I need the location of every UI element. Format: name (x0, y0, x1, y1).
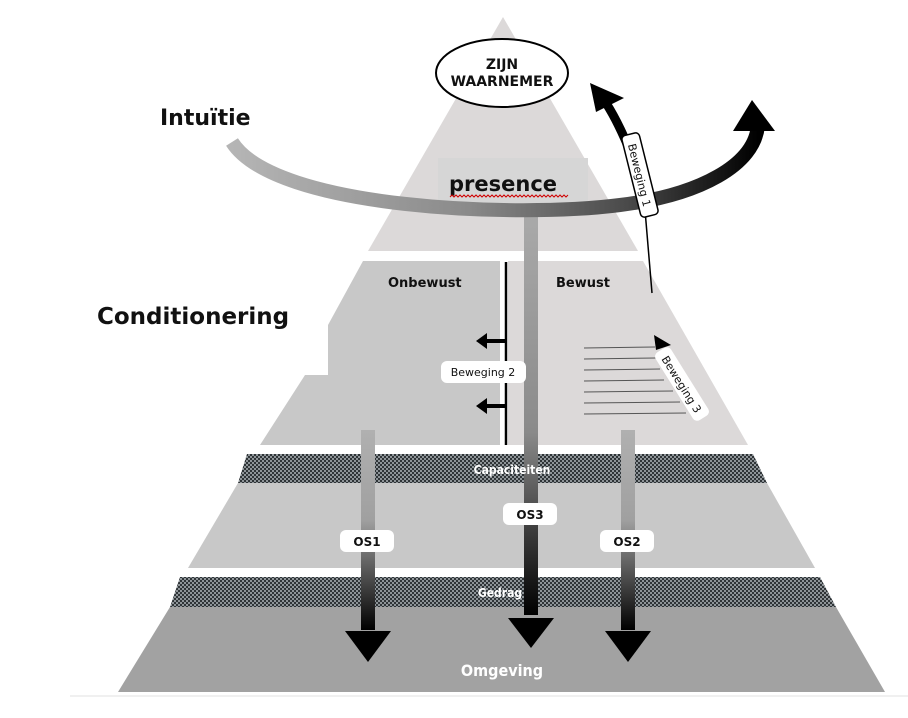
observer-label-line2: WAARNEMER (451, 74, 554, 90)
os3-stream (524, 210, 538, 615)
environment-label: Omgeving (461, 661, 543, 680)
tier-conscious (508, 261, 748, 445)
os1-pill: OS1 (340, 530, 394, 552)
observer-label-line1: ZIJN (486, 57, 518, 73)
svg-text:OS2: OS2 (613, 535, 640, 549)
svg-text:Beweging 2: Beweging 2 (451, 366, 516, 379)
movement-1-line (644, 209, 653, 294)
os3-arrowhead (508, 618, 554, 648)
conditioning-label: Conditionering (97, 304, 289, 330)
behavior-label: Gedrag (478, 586, 522, 600)
movement-3-lines (583, 346, 687, 415)
svg-text:OS3: OS3 (516, 508, 543, 522)
unconscious-label: Onbewust (388, 276, 462, 291)
capacities-label: Capaciteiten (474, 463, 551, 477)
movement-3-arrowhead (654, 335, 671, 350)
tier-capacities (188, 483, 815, 568)
movement-1-arrowhead (590, 83, 624, 112)
spellcheck-underline (449, 194, 569, 198)
movement-2-arrowhead-lower (476, 398, 487, 414)
intuition-arc-arrowhead (733, 100, 775, 131)
os3-pill: OS3 (503, 503, 557, 525)
os2-pill: OS2 (600, 530, 654, 552)
presence-label: presence (449, 172, 557, 196)
svg-text:OS1: OS1 (353, 535, 380, 549)
intuition-arc (226, 123, 765, 218)
movement-2-arrowhead-upper (476, 333, 487, 349)
os2-arrowhead (605, 631, 651, 662)
band-behavior (170, 577, 836, 607)
tier-environment (118, 607, 885, 692)
conscious-label: Bewust (556, 276, 610, 291)
observer-ellipse (435, 38, 569, 108)
os1-arrowhead (345, 631, 391, 662)
movement-2-pill: Beweging 2 (441, 361, 526, 383)
intuition-label: Intuïtie (160, 106, 251, 131)
tier-unconscious (260, 261, 500, 445)
